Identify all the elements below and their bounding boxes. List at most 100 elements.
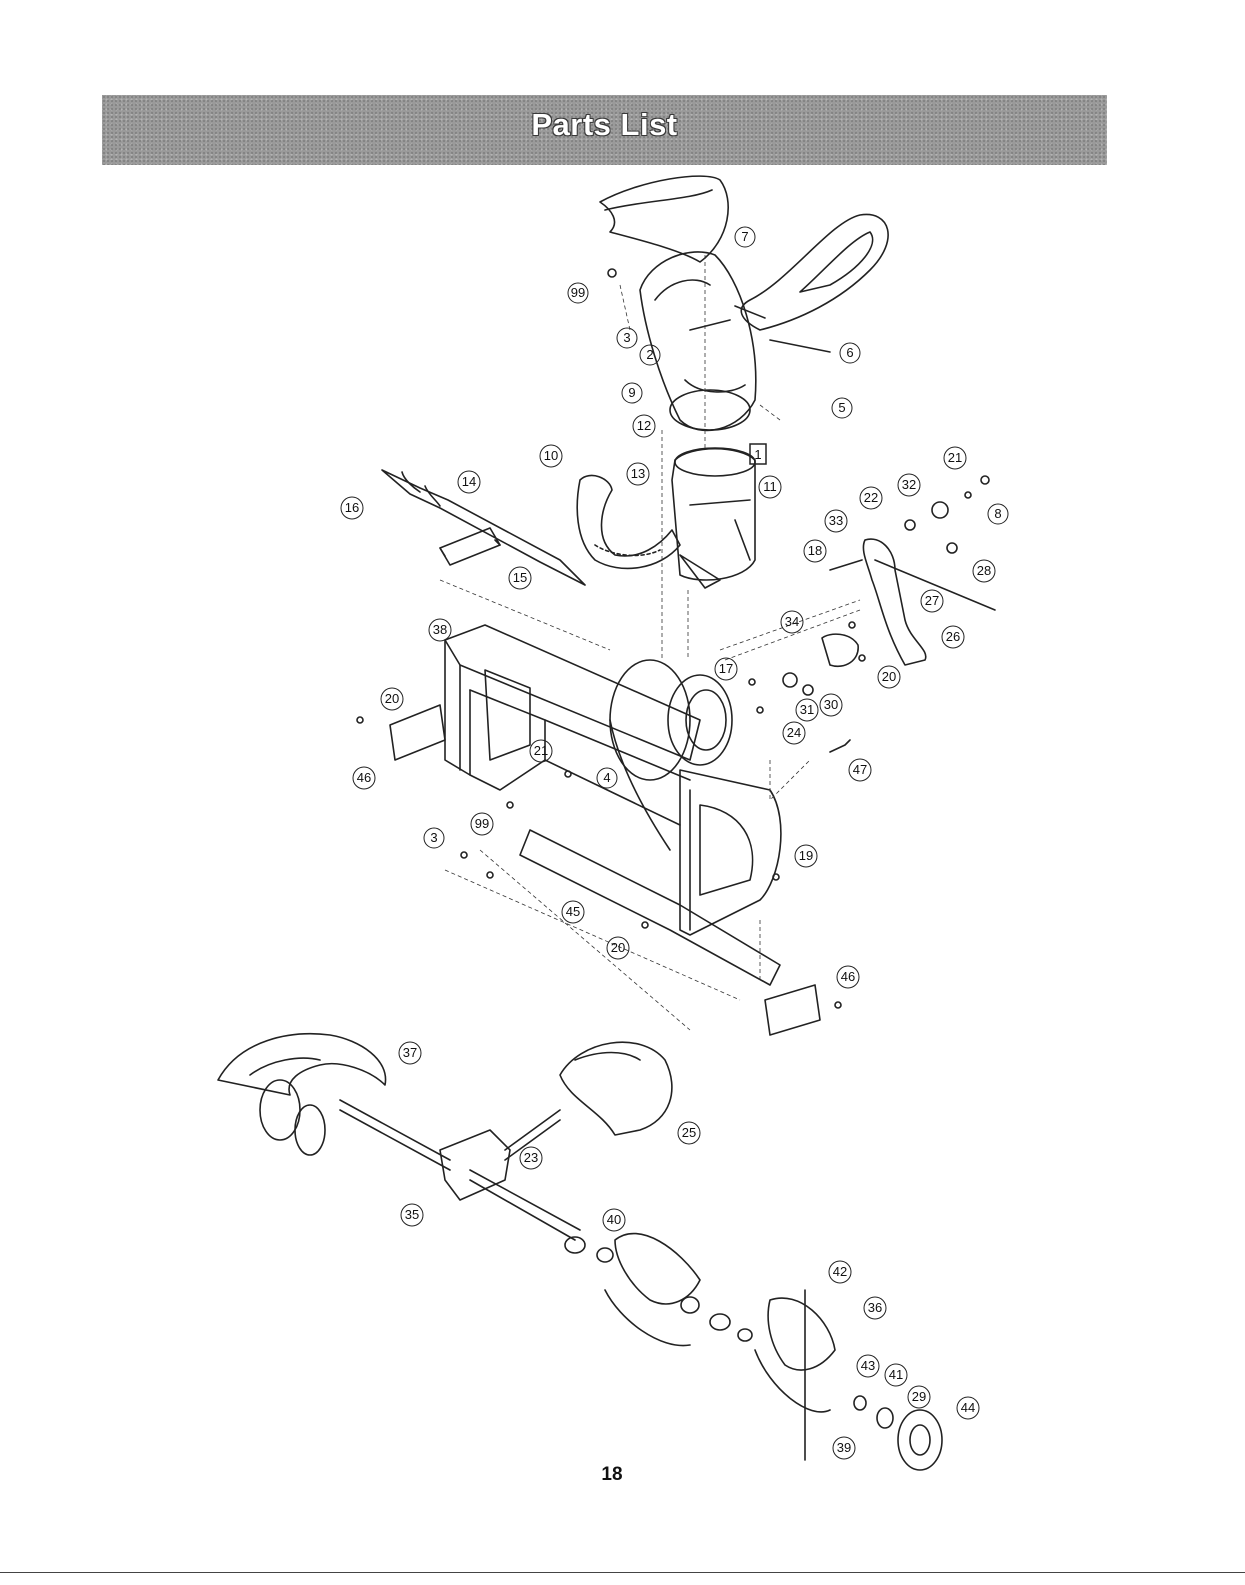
svg-text:35: 35 (405, 1207, 419, 1222)
svg-text:34: 34 (785, 614, 799, 629)
page-bottom-rule (0, 1572, 1245, 1573)
callout-7: 7 (735, 227, 755, 247)
svg-text:26: 26 (946, 629, 960, 644)
callout-14: 14 (458, 471, 480, 493)
callout-20: 20 (878, 666, 900, 688)
svg-text:20: 20 (882, 669, 896, 684)
callout-2: 2 (640, 345, 660, 365)
callout-11: 11 (759, 476, 781, 498)
svg-text:19: 19 (799, 848, 813, 863)
svg-text:45: 45 (566, 904, 580, 919)
svg-text:33: 33 (829, 513, 843, 528)
callout-40: 40 (603, 1209, 625, 1231)
callout-36: 36 (864, 1297, 886, 1319)
svg-text:42: 42 (833, 1264, 847, 1279)
svg-text:18: 18 (808, 543, 822, 558)
svg-text:46: 46 (357, 770, 371, 785)
svg-text:37: 37 (403, 1045, 417, 1060)
callout-3: 3 (617, 328, 637, 348)
svg-text:6: 6 (846, 345, 853, 360)
callout-13: 13 (627, 463, 649, 485)
callout-29: 29 (908, 1386, 930, 1408)
auger-housing (445, 625, 700, 760)
callout-5: 5 (832, 398, 852, 418)
svg-text:36: 36 (868, 1300, 882, 1315)
svg-text:8: 8 (994, 506, 1001, 521)
svg-text:4: 4 (603, 770, 610, 785)
callout-42: 42 (829, 1261, 851, 1283)
svg-text:44: 44 (961, 1400, 975, 1415)
svg-text:9: 9 (628, 385, 635, 400)
callout-22: 22 (860, 487, 882, 509)
callout-45: 45 (562, 901, 584, 923)
callout-99: 99 (568, 283, 588, 303)
callout-47: 47 (849, 759, 871, 781)
page-number: 18 (592, 1464, 632, 1486)
callout-99: 99 (471, 813, 493, 835)
svg-text:10: 10 (544, 448, 558, 463)
svg-text:39: 39 (837, 1440, 851, 1455)
callout-34: 34 (781, 611, 803, 633)
svg-text:23: 23 (524, 1150, 538, 1165)
chute-deflector (600, 176, 728, 262)
callout-28: 28 (973, 560, 995, 582)
auger-spiral-left (218, 1034, 386, 1095)
svg-text:22: 22 (864, 490, 878, 505)
alignment-lines (440, 255, 860, 1030)
callout-15: 15 (509, 567, 531, 589)
callout-24: 24 (783, 722, 805, 744)
svg-text:3: 3 (623, 330, 630, 345)
svg-text:12: 12 (637, 418, 651, 433)
svg-text:25: 25 (682, 1125, 696, 1140)
callout-3: 3 (424, 828, 444, 848)
svg-text:40: 40 (607, 1212, 621, 1227)
svg-text:28: 28 (977, 563, 991, 578)
callout-46: 46 (353, 767, 375, 789)
callout-25: 25 (678, 1122, 700, 1144)
svg-text:99: 99 (571, 285, 585, 300)
svg-text:21: 21 (534, 743, 548, 758)
svg-text:46: 46 (841, 969, 855, 984)
svg-text:43: 43 (861, 1358, 875, 1373)
callout-18: 18 (804, 540, 826, 562)
belt-cover (863, 539, 925, 665)
callout-35: 35 (401, 1204, 423, 1226)
callout-46: 46 (837, 966, 859, 988)
impeller-housing-cover (560, 1042, 672, 1135)
auger-hub (898, 1410, 942, 1470)
svg-text:31: 31 (800, 702, 814, 717)
svg-text:47: 47 (853, 762, 867, 777)
svg-text:30: 30 (824, 697, 838, 712)
svg-text:38: 38 (433, 622, 447, 637)
callout-labels: 7 99 3 2 6 9 5 12 10 13 11 21 32 8 22 33… (341, 227, 1008, 1459)
chute-crank-handle (741, 214, 888, 330)
svg-text:1: 1 (754, 447, 761, 462)
chute-flange (577, 475, 680, 568)
bearing-housing (440, 528, 500, 565)
svg-text:20: 20 (385, 691, 399, 706)
callout-43: 43 (857, 1355, 879, 1377)
skid-shoe-right (765, 985, 820, 1035)
svg-text:13: 13 (631, 466, 645, 481)
callout-21: 21 (944, 447, 966, 469)
callout-23: 23 (520, 1147, 542, 1169)
callout-37: 37 (399, 1042, 421, 1064)
svg-text:2: 2 (646, 347, 653, 362)
callout-20: 20 (607, 937, 629, 959)
svg-text:7: 7 (741, 229, 748, 244)
callout-6: 6 (840, 343, 860, 363)
svg-text:41: 41 (889, 1367, 903, 1382)
auger-spiral-right-b (768, 1298, 835, 1370)
svg-text:20: 20 (611, 940, 625, 955)
auger-gearbox (440, 1130, 510, 1200)
callout-27: 27 (921, 590, 943, 612)
callout-20: 20 (381, 688, 403, 710)
callout-26: 26 (942, 626, 964, 648)
svg-text:24: 24 (787, 725, 801, 740)
svg-text:21: 21 (948, 450, 962, 465)
callout-39: 39 (833, 1437, 855, 1459)
callout-44: 44 (957, 1397, 979, 1419)
callout-17: 17 (715, 658, 737, 680)
auger-spiral-right-a (615, 1234, 700, 1304)
